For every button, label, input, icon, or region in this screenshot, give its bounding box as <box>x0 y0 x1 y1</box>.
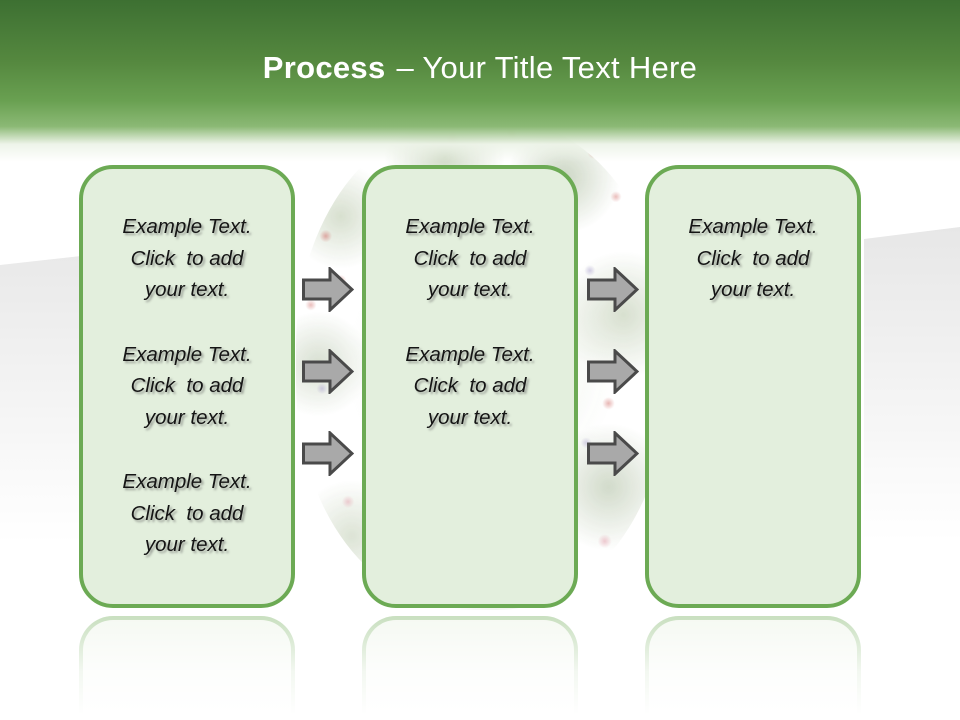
right-arrow-icon <box>302 431 354 476</box>
right-arrow-icon <box>587 349 639 394</box>
right-arrow-icon <box>587 431 639 476</box>
title-topic: Process <box>262 50 386 85</box>
page-title: Process – Your Title Text Here <box>0 50 960 86</box>
placeholder-text: Example Text. Click to add your text. <box>122 342 252 429</box>
background-hill-left <box>0 255 90 595</box>
process-box-2: Example Text. Click to add your text. Ex… <box>362 165 578 608</box>
box-reflection-3 <box>645 616 861 720</box>
right-arrow-icon <box>587 267 639 312</box>
process-box-3: Example Text. Click to add your text. <box>645 165 861 608</box>
arrow-column-2 <box>587 267 639 476</box>
arrow-column-1 <box>302 267 354 476</box>
placeholder-text: Example Text. Click to add your text. <box>122 215 252 301</box>
box-reflection-2 <box>362 616 578 720</box>
placeholder-text: Example Text. Click to add your text. <box>405 215 535 301</box>
box-reflection-1 <box>79 616 295 720</box>
title-subtitle: – Your Title Text Here <box>396 50 698 85</box>
placeholder-text: Example Text. Click to add your text. <box>122 470 252 556</box>
background-hill-right <box>864 227 960 597</box>
box-reflections <box>0 612 960 720</box>
right-arrow-icon <box>302 267 354 312</box>
right-arrow-icon <box>302 349 354 394</box>
title-banner <box>0 0 960 162</box>
process-box-1: Example Text. Click to add your text. Ex… <box>79 165 295 608</box>
placeholder-text: Example Text. Click to add your text. <box>688 215 818 301</box>
placeholder-text: Example Text. Click to add your text. <box>405 342 535 429</box>
